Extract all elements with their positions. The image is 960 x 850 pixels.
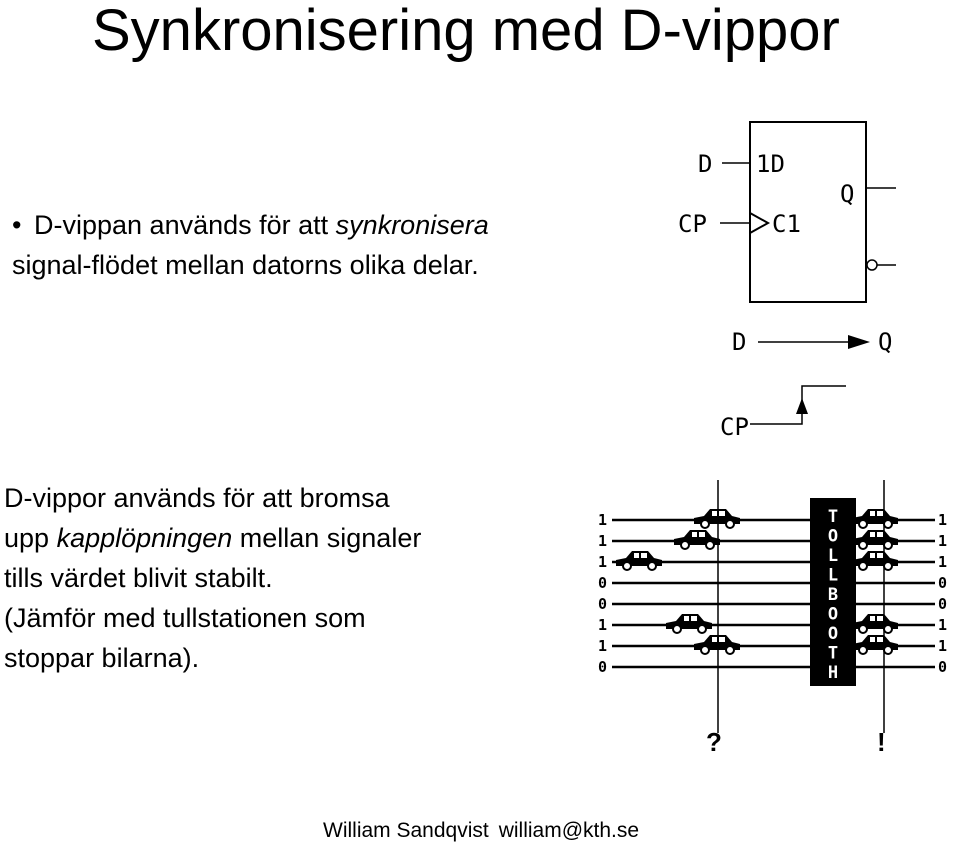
para-line1: D-vippor används för att bromsa (4, 483, 390, 513)
tollbooth-sign (810, 498, 856, 686)
sign-letter: T (828, 507, 838, 527)
left-bit: 1 (598, 553, 607, 571)
right-bit: 0 (938, 658, 947, 676)
right-bit: 0 (938, 595, 947, 613)
footer: William Sandqvist william@kth.se (323, 818, 649, 844)
rising-edge-arrow-icon (796, 398, 808, 414)
output-q-label: Q (840, 180, 854, 208)
left-bit: 1 (598, 637, 607, 655)
car-icon (694, 635, 740, 655)
para-emphasis: kapplöpningen (56, 523, 233, 553)
bullet-text-line2: signal-flödet mellan datorns olika delar… (12, 250, 479, 280)
para-line5: stoppar bilarna). (4, 643, 200, 673)
right-bit: 0 (938, 574, 947, 592)
sign-letter: H (828, 663, 838, 683)
d-flipflop-diagram: D 1D CP C1 Q (678, 121, 896, 303)
sign-letter: L (828, 546, 838, 566)
left-bit: 0 (598, 658, 607, 676)
q-inverted-bubble (866, 259, 878, 271)
pin-cp-label: CP (678, 210, 707, 238)
bullet-marker: • (12, 210, 22, 240)
right-bit: 1 (938, 553, 947, 571)
exclamation-mark: ! (877, 727, 886, 757)
right-bit: 1 (938, 511, 947, 529)
car-icon (852, 530, 898, 550)
car-icon (852, 509, 898, 529)
clock-edge-waveform (750, 385, 846, 425)
car-icon (694, 509, 740, 529)
left-bit: 1 (598, 616, 607, 634)
sign-letter: O (828, 527, 838, 547)
bullet-text-start: D-vippan används för att (34, 210, 336, 240)
para-line2-end: mellan signaler (232, 523, 422, 553)
para-line4: (Jämför med tullstationen som (4, 603, 366, 633)
flipflop-body (749, 121, 867, 303)
timing-cp-label: CP (720, 413, 749, 441)
left-bit: 0 (598, 574, 607, 592)
car-icon (852, 551, 898, 571)
right-bit: 1 (938, 616, 947, 634)
d-to-q-timing-diagram: D Q CP (720, 328, 892, 441)
sign-letter: O (828, 605, 838, 625)
timing-d-label: D (732, 328, 746, 356)
right-bit: 1 (938, 532, 947, 550)
input-1d-label: 1D (756, 150, 785, 178)
para-line3: tills värdet blivit stabilt. (4, 563, 273, 593)
car-icon (666, 614, 712, 634)
sign-letter: B (828, 585, 838, 605)
slide-title: Synkronisering med D-vippor (92, 0, 840, 63)
input-c1-label: C1 (772, 210, 801, 238)
clock-triangle (749, 212, 771, 234)
sign-letter: O (828, 624, 838, 644)
car-icon (852, 614, 898, 634)
car-icon (852, 635, 898, 655)
explanation-paragraph: D-vippor används för att bromsa upp kapp… (4, 478, 584, 678)
author-email: william@kth.se (498, 819, 640, 842)
para-line2-start: upp (4, 523, 57, 553)
car-icon (616, 551, 662, 571)
author-name: William Sandqvist (323, 819, 489, 842)
left-bit: 1 (598, 511, 607, 529)
timing-q-label: Q (878, 328, 892, 356)
left-bit: 0 (598, 595, 607, 613)
bullet-point: • D-vippan används för att synkronisera s… (12, 205, 652, 285)
question-mark: ? (706, 727, 722, 757)
sign-letter: L (828, 566, 838, 586)
bullet-emphasis: synkronisera (335, 210, 489, 240)
sign-letter: T (828, 644, 838, 664)
car-icon (674, 530, 720, 550)
left-bit: 1 (598, 532, 607, 550)
pin-d-label: D (698, 150, 712, 178)
right-bit: 1 (938, 637, 947, 655)
arrow-head-icon (848, 335, 870, 349)
